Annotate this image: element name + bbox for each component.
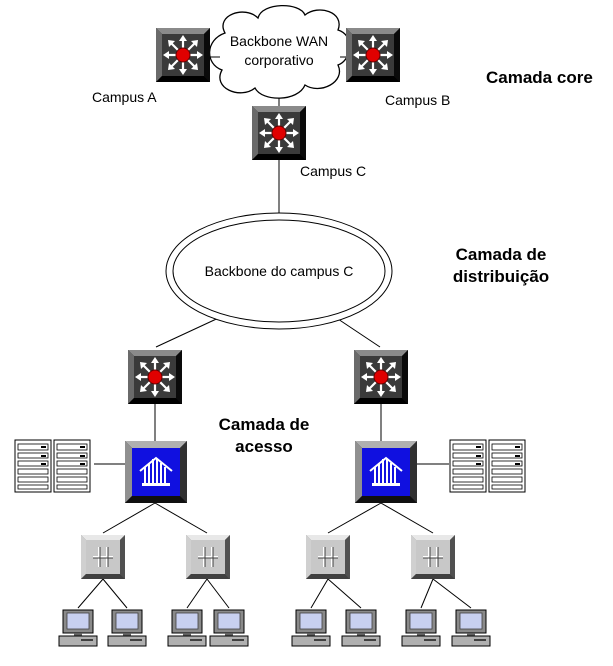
server-left-1-icon bbox=[14, 439, 52, 493]
hub-1-icon bbox=[80, 534, 126, 580]
wan-label-line2: corporativo bbox=[244, 52, 314, 68]
hub-3-icon bbox=[305, 534, 351, 580]
layer-distribution-label-line2: distribuição bbox=[452, 267, 550, 286]
campus-b-label: Campus B bbox=[385, 92, 451, 108]
campus-a-router-icon bbox=[154, 26, 212, 84]
layer-distribution-label-line1: Camada de bbox=[455, 245, 547, 264]
access-left-switch-icon bbox=[124, 440, 188, 504]
campus-b-router-icon bbox=[344, 26, 402, 84]
server-left-2-icon bbox=[53, 439, 91, 493]
campus-a-label: Campus A bbox=[92, 89, 157, 105]
access-right-switch-icon bbox=[354, 440, 418, 504]
workstation-1-icon bbox=[58, 609, 98, 647]
layer-core-label: Camada core bbox=[486, 68, 593, 87]
server-right-1-icon bbox=[449, 439, 487, 493]
campus-c-router-icon bbox=[250, 104, 308, 162]
workstation-7-icon bbox=[401, 609, 441, 647]
layer-access-label-line1: Camada de bbox=[218, 415, 310, 434]
layer-access-label-line2: acesso bbox=[235, 437, 293, 456]
network-links bbox=[77, 56, 472, 609]
campus-backbone-ring bbox=[165, 212, 393, 330]
campus-c-label: Campus C bbox=[300, 163, 367, 179]
workstation-3-icon bbox=[167, 609, 207, 647]
workstation-8-icon bbox=[451, 609, 491, 647]
hub-2-icon bbox=[185, 534, 231, 580]
workstation-4-icon bbox=[209, 609, 249, 647]
workstation-2-icon bbox=[107, 609, 147, 647]
distribution-right-router-icon bbox=[352, 348, 410, 406]
distribution-left-router-icon bbox=[126, 348, 184, 406]
hub-4-icon bbox=[410, 534, 456, 580]
cloud-icon bbox=[208, 4, 351, 99]
server-right-2-icon bbox=[488, 439, 526, 493]
wan-label-line1: Backbone WAN bbox=[229, 33, 329, 49]
workstation-5-icon bbox=[291, 609, 331, 647]
campus-backbone-label: Backbone do campus C bbox=[204, 263, 354, 279]
workstation-6-icon bbox=[341, 609, 381, 647]
